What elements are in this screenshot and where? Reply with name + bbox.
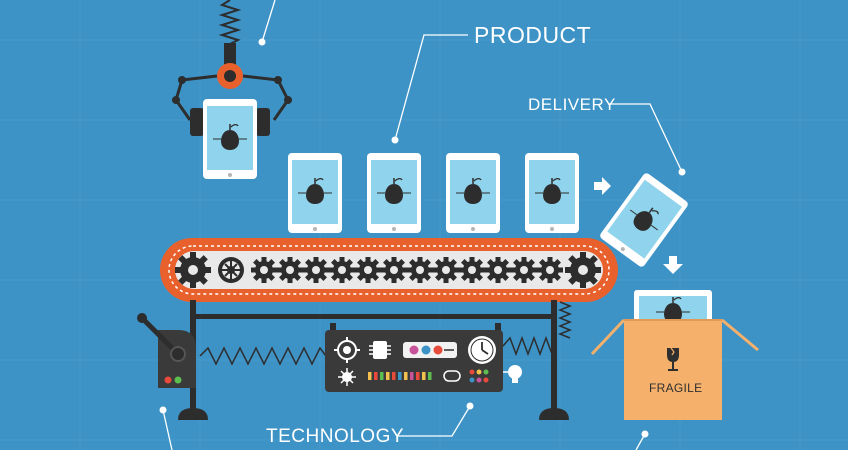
- arrow-down-icon: [663, 256, 683, 274]
- indicator-lights: [368, 372, 432, 380]
- tablet-4: [525, 153, 579, 233]
- delivery-label: DELIVERY: [528, 95, 616, 114]
- conveyor-belt: [160, 238, 618, 302]
- clock-icon: [468, 336, 496, 364]
- fragile-label: FRAGILE: [649, 381, 703, 395]
- gear-icon: [334, 337, 360, 363]
- product-tablets: [288, 153, 579, 233]
- tablet-in-claw: [203, 99, 257, 179]
- gear-icon: [218, 257, 244, 283]
- technology-label: TECHNOLOGY: [266, 426, 405, 447]
- tablet-1: [288, 153, 342, 233]
- tablet-3: [446, 153, 500, 233]
- product-label: PRODUCT: [474, 22, 592, 48]
- lever-icon: [137, 313, 196, 388]
- arrow-right-icon: [594, 177, 611, 195]
- shipping-box: [590, 290, 759, 420]
- lightbulb-icon: [503, 365, 522, 383]
- control-panel: [325, 323, 503, 392]
- tablet-2: [367, 153, 421, 233]
- fragile-glass-icon: [667, 347, 679, 371]
- callout-lines: [162, 0, 683, 450]
- gear-icon: [175, 252, 211, 288]
- callout-dots: [159, 38, 686, 438]
- robot-claw-icon: [172, 0, 292, 136]
